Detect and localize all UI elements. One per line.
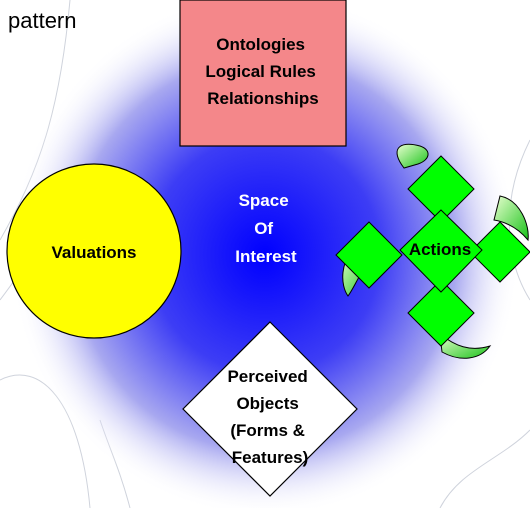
perceived-objects-diamond (182, 321, 358, 497)
ontology-line-3: Relationships (207, 89, 318, 108)
ontology-line-2: Logical Rules (205, 62, 316, 81)
perceived-line-2: Objects (236, 394, 298, 413)
perceived-line-1: Perceived (227, 367, 307, 386)
center-line-2: Of (254, 219, 273, 238)
valuations-circle (6, 163, 182, 339)
space-of-interest-text: Space Of Interest (235, 191, 297, 266)
center-line-1: Space (239, 191, 289, 210)
actions-label: Actions (409, 240, 471, 259)
center-line-3: Interest (235, 247, 297, 266)
ontology-line-1: Ontologies (216, 35, 305, 54)
perceived-objects-text: Perceived Objects (Forms & Features) (227, 367, 312, 467)
actions-shape (335, 143, 530, 359)
perceived-line-4: Features) (232, 448, 309, 467)
ontology-box (179, 0, 347, 147)
ontology-box-text: Ontologies Logical Rules Relationships (205, 35, 320, 108)
space-of-interest-glow (10, 0, 520, 508)
perceived-line-3: (Forms & (230, 421, 305, 440)
valuations-label: Valuations (51, 243, 136, 262)
corner-text: pattern (8, 8, 77, 33)
